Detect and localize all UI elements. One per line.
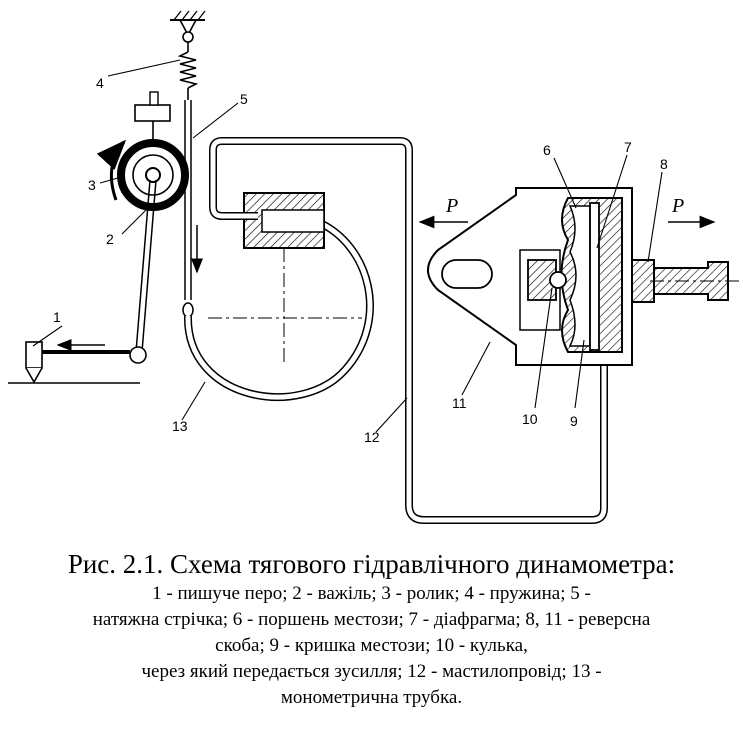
caption-line: скоба; 9 - кришка местози; 10 - кулька,	[215, 635, 528, 656]
rotation-arrow	[96, 139, 127, 201]
writing-pen	[25, 341, 43, 384]
label-5: 5	[240, 91, 248, 107]
tension-tape	[184, 100, 192, 300]
tape-end-fitting	[182, 302, 194, 318]
label-6: 6	[543, 142, 551, 158]
caption-title: Рис. 2.1. Схема тягового гідравлічного д…	[67, 549, 676, 579]
mesdose-piston	[568, 205, 591, 347]
roller-bracket	[134, 91, 171, 145]
diaphragm	[589, 202, 600, 351]
dynamometer-diagram: P P 1 2 3 4 5 6 7 8 9 10 11 12 13	[8, 10, 740, 524]
lever-end-ball	[129, 346, 147, 364]
ceiling-support	[170, 10, 206, 43]
label-4: 4	[96, 75, 104, 91]
roller	[117, 139, 189, 211]
label-13: 13	[172, 418, 188, 434]
caption-line: через який передається зусилля; 12 - мас…	[141, 661, 602, 682]
label-10: 10	[522, 411, 538, 427]
force-left-label: P	[445, 195, 458, 217]
figure-caption: Рис. 2.1. Схема тягового гідравлічного д…	[0, 548, 743, 711]
label-7: 7	[624, 139, 632, 155]
label-8: 8	[660, 156, 668, 172]
caption-line: натяжна стрічка; 6 - поршень местози; 7 …	[92, 609, 651, 630]
leader-lines	[32, 59, 663, 433]
label-12: 12	[364, 429, 380, 445]
label-2: 2	[106, 231, 114, 247]
bracket-slot	[441, 259, 493, 289]
force-ball	[549, 271, 567, 289]
spring	[177, 42, 199, 100]
label-9: 9	[570, 413, 578, 429]
lever	[135, 179, 157, 353]
output-shaft	[653, 261, 729, 301]
caption-line: 1 - пишуче перо; 2 - важіль; 3 - ролик; …	[152, 583, 591, 604]
tube-connector-block	[243, 192, 325, 249]
label-3: 3	[88, 177, 96, 193]
force-right-label: P	[671, 195, 684, 217]
label-11: 11	[452, 395, 467, 411]
caption-line: монометрична трубка.	[280, 687, 463, 708]
center-lines	[208, 248, 362, 362]
label-1: 1	[53, 309, 61, 325]
